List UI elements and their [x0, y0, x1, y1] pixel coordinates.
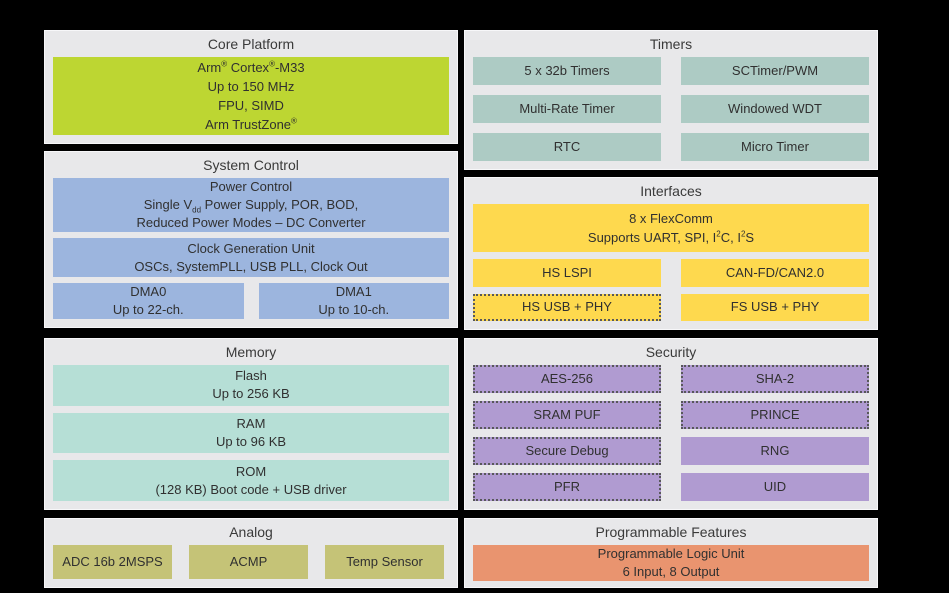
sram-puf-label: SRAM PUF [533, 407, 601, 422]
cpu-line-1: Arm® Cortex®-M33 [197, 59, 305, 75]
block-aes-256: AES-256 [473, 365, 661, 393]
multi-rate-timer-label: Multi-Rate Timer [519, 101, 615, 116]
system-control-title: System Control [203, 157, 299, 173]
rom-label: ROM [235, 463, 267, 479]
block-acmp: ACMP [189, 545, 308, 579]
block-rng: RNG [681, 437, 869, 465]
32b-timers-label: 5 x 32b Timers [524, 63, 610, 78]
rom-desc: (128 KB) Boot code + USB driver [155, 481, 347, 497]
block-programmable-logic-unit: Programmable Logic Unit 6 Input, 8 Outpu… [473, 545, 869, 581]
dma0-channels: Up to 22-ch. [112, 302, 184, 317]
power-line-3: Reduced Power Modes – DC Converter [136, 215, 366, 230]
block-rom: ROM (128 KB) Boot code + USB driver [53, 460, 449, 502]
block-rtc: RTC [473, 133, 661, 161]
analog-panel: Analog ADC 16b 2MSPS ACMP Temp Sensor [44, 518, 458, 588]
block-secure-debug: Secure Debug [473, 437, 661, 465]
plu-io: 6 Input, 8 Output [622, 564, 720, 579]
rng-label: RNG [760, 443, 790, 458]
block-arm-cortex-m33: Arm® Cortex®-M33 Up to 150 MHz FPU, SIMD… [53, 57, 449, 135]
flexcomm-label: 8 x FlexComm [629, 211, 713, 226]
analog-title: Analog [229, 524, 273, 540]
can-fd-label: CAN-FD/CAN2.0 [725, 264, 825, 280]
micro-timer-label: Micro Timer [741, 139, 809, 154]
block-dma0: DMA0 Up to 22-ch. [53, 283, 244, 319]
core-platform-panel: Core Platform Arm® Cortex®-M33 Up to 150… [44, 30, 458, 144]
plu-label: Programmable Logic Unit [597, 546, 745, 561]
block-windowed-wdt: Windowed WDT [681, 95, 869, 123]
block-sctimer-pwm: SCTimer/PWM [681, 57, 869, 85]
interfaces-title: Interfaces [640, 183, 702, 199]
block-sha-2: SHA-2 [681, 365, 869, 393]
dma-row: DMA0 Up to 22-ch. DMA1 Up to 10-ch. [53, 283, 449, 319]
block-micro-timer: Micro Timer [681, 133, 869, 161]
power-line-2: Single Vdd Power Supply, POR, BOD, [143, 197, 359, 215]
block-pfr: PFR [473, 473, 661, 501]
hs-usb-phy-label: HS USB + PHY [522, 299, 612, 315]
rtc-label: RTC [553, 139, 581, 154]
block-ram: RAM Up to 96 KB [53, 412, 449, 454]
ram-label: RAM [236, 416, 266, 431]
block-multi-rate-timer: Multi-Rate Timer [473, 95, 661, 123]
memory-title: Memory [225, 344, 277, 360]
block-can-fd: CAN-FD/CAN2.0 [681, 259, 869, 287]
block-sram-puf: SRAM PUF [473, 401, 661, 429]
flexcomm-protocols: Supports UART, SPI, I2C, I2S [587, 229, 755, 245]
block-prince: PRINCE [681, 401, 869, 429]
flash-label: Flash [235, 368, 267, 384]
block-flexcomm: 8 x FlexComm Supports UART, SPI, I2C, I2… [473, 204, 869, 252]
prince-label: PRINCE [750, 407, 800, 422]
block-fs-usb-phy: FS USB + PHY [681, 293, 869, 321]
core-platform-title: Core Platform [207, 36, 295, 52]
fs-usb-phy-label: FS USB + PHY [730, 299, 820, 315]
hs-lspi-label: HS LSPI [542, 264, 592, 280]
system-control-panel: System Control Power Control Single Vdd … [44, 151, 458, 328]
temp-sensor-label: Temp Sensor [346, 554, 423, 569]
block-temp-sensor: Temp Sensor [325, 545, 444, 579]
secure-debug-label: Secure Debug [525, 443, 609, 458]
windowed-wdt-label: Windowed WDT [728, 101, 822, 116]
block-32b-timers: 5 x 32b Timers [473, 57, 661, 85]
block-adc: ADC 16b 2MSPS [53, 545, 172, 579]
programmable-features-panel: Programmable Features Programmable Logic… [464, 518, 878, 588]
dma1-channels: Up to 10-ch. [318, 302, 390, 317]
flash-size: Up to 256 KB [212, 386, 290, 402]
block-clock-generation-unit: Clock Generation Unit OSCs, SystemPLL, U… [53, 238, 449, 277]
timers-panel: Timers 5 x 32b Timers SCTimer/PWM Multi-… [464, 30, 878, 170]
pfr-label: PFR [554, 479, 580, 494]
cpu-line-3: FPU, SIMD [218, 98, 284, 113]
cpu-line-4: Arm TrustZone® [205, 116, 297, 132]
block-flash: Flash Up to 256 KB [53, 365, 449, 406]
aes-256-label: AES-256 [540, 371, 594, 386]
sctimer-pwm-label: SCTimer/PWM [731, 63, 819, 78]
dma0-label: DMA0 [130, 284, 167, 299]
adc-label: ADC 16b 2MSPS [62, 554, 163, 569]
acmp-label: ACMP [229, 554, 268, 569]
programmable-features-title: Programmable Features [595, 524, 747, 540]
security-title: Security [645, 344, 697, 360]
dma1-label: DMA1 [335, 284, 372, 299]
memory-panel: Memory Flash Up to 256 KB RAM Up to 96 K… [44, 338, 458, 510]
security-panel: Security AES-256 SHA-2 SRAM PUF PRINCE S… [464, 338, 878, 510]
block-uid: UID [681, 473, 869, 501]
interfaces-panel: Interfaces 8 x FlexComm Supports UART, S… [464, 177, 878, 330]
clock-line-1: Clock Generation Unit [187, 240, 315, 256]
timers-title: Timers [649, 36, 693, 52]
cpu-line-2: Up to 150 MHz [207, 79, 295, 94]
uid-label: UID [763, 479, 787, 494]
sha-2-label: SHA-2 [755, 371, 795, 386]
block-hs-lspi: HS LSPI [473, 259, 661, 287]
power-line-1: Power Control [209, 179, 293, 194]
ram-size: Up to 96 KB [215, 434, 287, 449]
block-hs-usb-phy: HS USB + PHY [473, 293, 661, 321]
block-dma1: DMA1 Up to 10-ch. [258, 283, 449, 319]
clock-line-2: OSCs, SystemPLL, USB PLL, Clock Out [134, 258, 368, 274]
block-power-control: Power Control Single Vdd Power Supply, P… [53, 178, 449, 232]
